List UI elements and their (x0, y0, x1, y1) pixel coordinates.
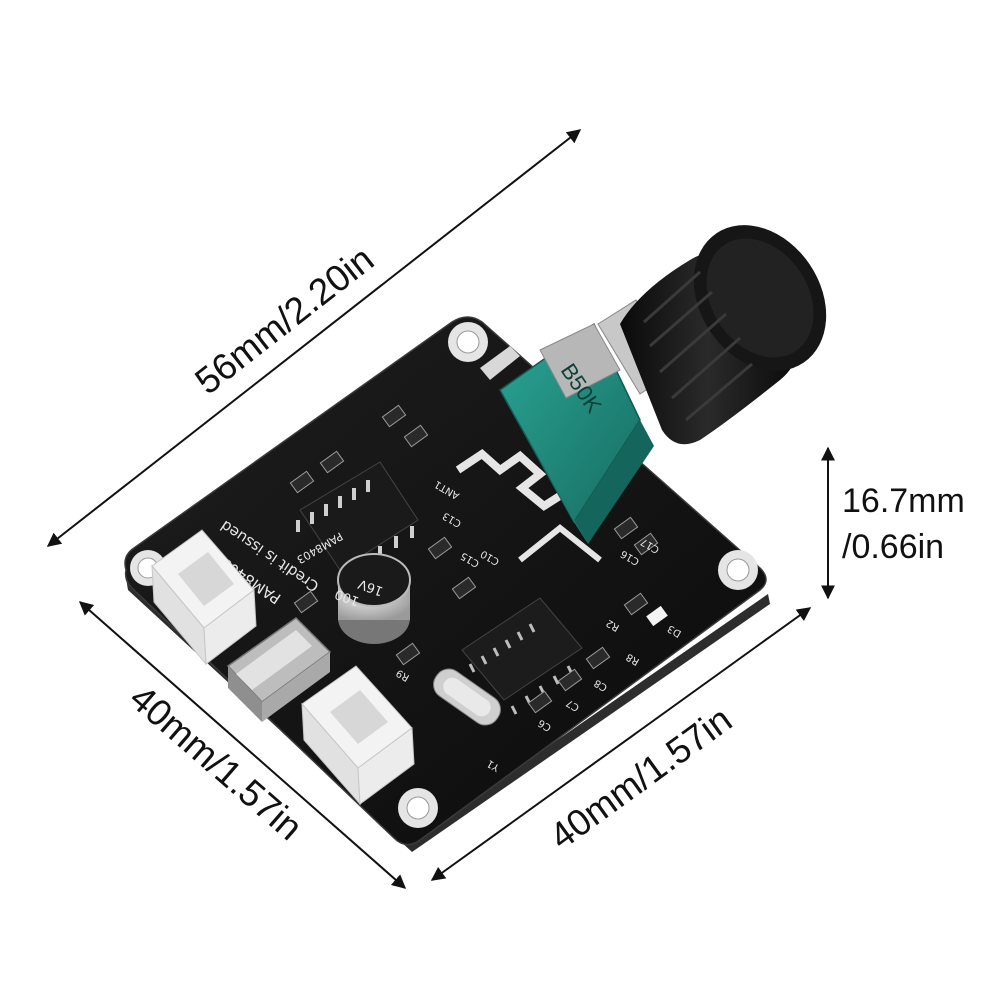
pcb-antenna-trace (455, 448, 587, 511)
diagonal-dimension-line (46, 129, 582, 547)
smd-components (289, 404, 659, 714)
diagonal-dimension-label: 56mm/2.20in (187, 238, 381, 402)
mounting-hole-bottom (398, 788, 438, 828)
left-side-dimension-line (78, 601, 407, 889)
volume-knob (620, 225, 827, 445)
bottom-side-dimension-line (430, 607, 812, 881)
mounting-hole-right (718, 550, 758, 590)
status-led (646, 605, 668, 627)
crystal-oscillator (433, 668, 501, 726)
mounting-hole-top (448, 322, 488, 362)
usb-c-port (226, 617, 332, 722)
speaker-connector-left (151, 529, 257, 666)
height-dimension-label-line2: /0.66in (842, 528, 944, 566)
electrolytic-capacitor: 100 16V (333, 553, 411, 644)
height-dimension-label-line1: 16.7mm (842, 482, 965, 520)
speaker-connector-right (301, 665, 415, 806)
